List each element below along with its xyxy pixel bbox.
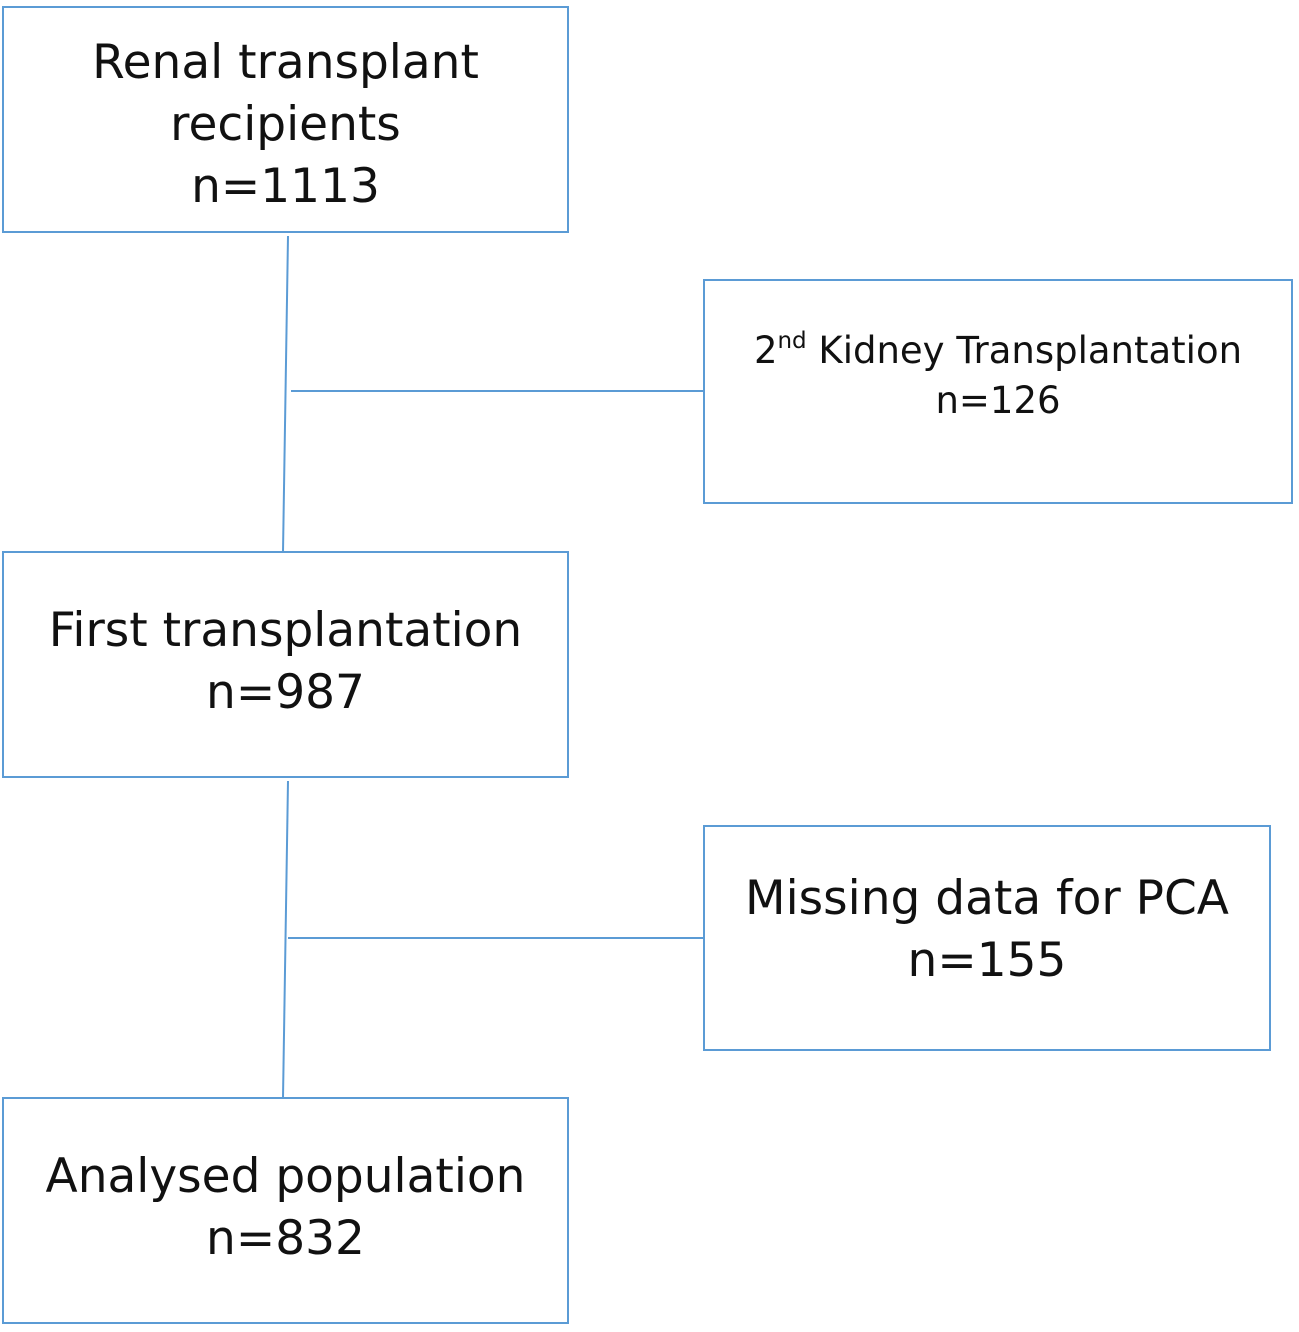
missing-data-for-pca-box: Missing data for PCA n=155 bbox=[703, 825, 1271, 1051]
analysed-count: n=832 bbox=[206, 1211, 365, 1266]
analysed-label: Analysed population bbox=[45, 1149, 526, 1204]
renal-label-line1: Renal transplant bbox=[92, 34, 479, 90]
second-kidney-transplantation-box: 2nd Kidney Transplantation n=126 bbox=[703, 279, 1293, 504]
renal-transplant-recipients-box: Renal transplant recipients n=1113 bbox=[2, 6, 569, 233]
second-count: n=126 bbox=[935, 378, 1061, 422]
first-label: First transplantation bbox=[48, 602, 523, 658]
first-transplantation-box: First transplantation n=987 bbox=[2, 551, 569, 778]
second-label-rest: Kidney Transplantation bbox=[806, 328, 1243, 372]
second-label-prefix: 2 bbox=[753, 328, 778, 372]
renal-label-line2: recipients bbox=[170, 96, 401, 152]
second-label: 2nd Kidney Transplantation bbox=[754, 326, 1242, 376]
analysed-population-box: Analysed population n=832 bbox=[2, 1097, 569, 1324]
missing-label: Missing data for PCA bbox=[745, 871, 1229, 926]
connector-first-to-analysed bbox=[282, 780, 289, 1099]
renal-count: n=1113 bbox=[191, 158, 380, 214]
connector-renal-to-first bbox=[282, 235, 289, 553]
missing-count: n=155 bbox=[907, 933, 1067, 988]
second-label-superscript: nd bbox=[777, 327, 807, 354]
first-count: n=987 bbox=[206, 664, 365, 720]
